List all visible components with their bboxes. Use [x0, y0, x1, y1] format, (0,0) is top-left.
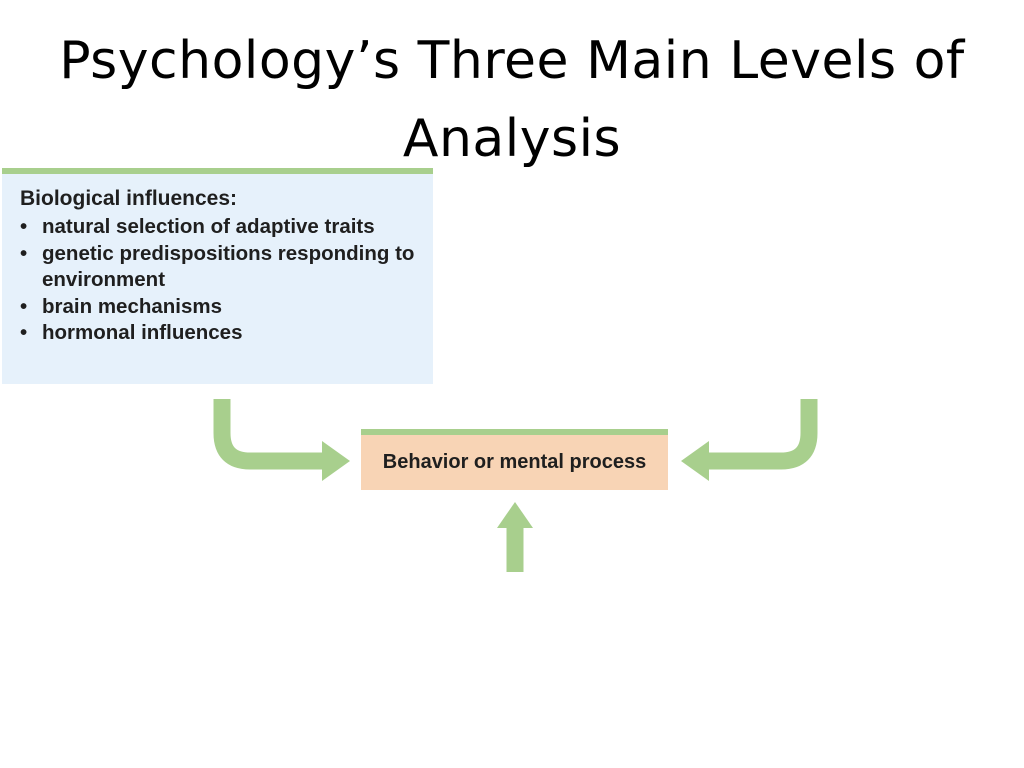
left-arrowhead	[322, 441, 350, 481]
bullet-icon: •	[20, 241, 28, 265]
bullet-icon: •	[20, 321, 28, 344]
bullet-icon: •	[20, 215, 28, 238]
behavior-box: Behavior or mental process	[361, 429, 668, 490]
biological-influences-list: • natural selection of adaptive traits •…	[20, 214, 419, 347]
list-item-text: natural selection of adaptive traits	[42, 215, 375, 238]
left-curved-arrow	[213, 399, 324, 470]
right-arrowhead	[681, 441, 709, 481]
bullet-icon: •	[20, 294, 28, 318]
list-item-text: genetic predispositions responding to en…	[42, 241, 415, 292]
right-curved-arrow	[707, 399, 818, 470]
list-item-text: hormonal influences	[42, 321, 243, 344]
list-item: • natural selection of adaptive traits	[20, 214, 419, 241]
list-item-text: brain mechanisms	[42, 294, 223, 318]
list-item: • hormonal influences	[20, 320, 419, 347]
list-item: • brain mechanisms	[20, 294, 419, 321]
list-item: • genetic predispositions responding to …	[20, 241, 419, 294]
bottom-arrowhead	[497, 502, 533, 528]
behavior-label: Behavior or mental process	[382, 451, 647, 473]
biological-influences-box: Biological influences: • natural selecti…	[2, 168, 433, 384]
biological-influences-heading: Biological influences:	[20, 187, 238, 210]
slide-title: Psychology’s Three Main Levels of Analys…	[59, 31, 965, 169]
